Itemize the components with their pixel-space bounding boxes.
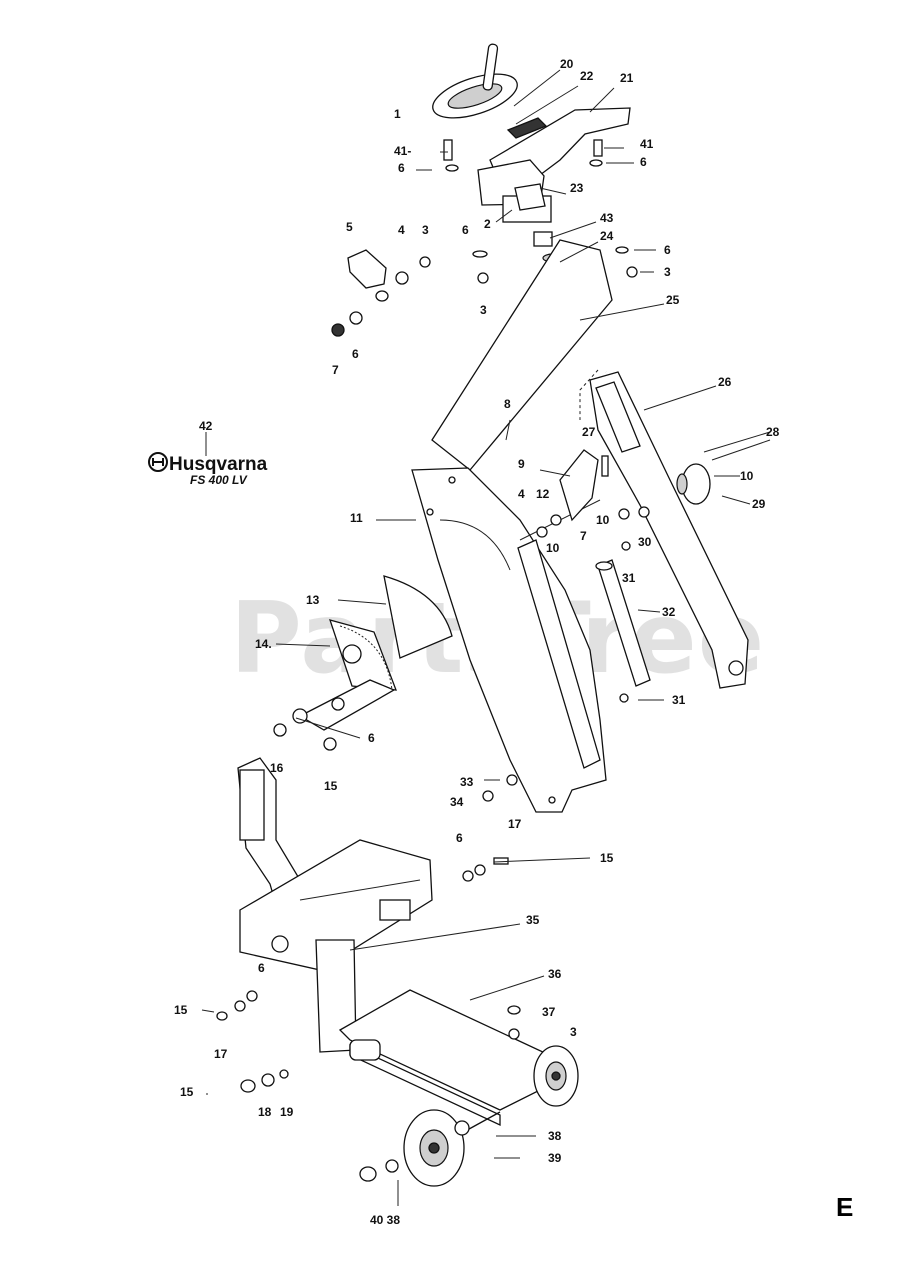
misc-hardware-lower: [216, 774, 521, 1093]
callout-label: 15: [174, 1003, 188, 1017]
frame: [239, 839, 433, 1053]
base-plate: [338, 989, 561, 1127]
callout-labels: 20 22 21 1 41- 41 6 6 23 2 43 24 6 3 5 4…: [174, 57, 780, 1165]
callout-label: 22: [580, 69, 594, 83]
callout-label: 15: [324, 779, 338, 793]
callout-label: 25: [666, 293, 680, 307]
callout-label: 41: [640, 137, 654, 151]
callout-label: 36: [548, 967, 562, 981]
callout-label: 3: [570, 1025, 577, 1039]
callout-label: 13: [306, 593, 320, 607]
callout-label: 16: [270, 761, 284, 775]
gas-spring-32: [595, 541, 651, 703]
wheel-front: [359, 1109, 501, 1187]
callout-label: 10: [740, 469, 754, 483]
knob-5: [331, 249, 431, 337]
lever-bracket: [536, 449, 650, 538]
callout-label: 4: [518, 487, 525, 501]
callout-label: 10: [546, 541, 560, 555]
brand-logo: Husqvarna FS 400 LV: [148, 452, 268, 487]
handwheel: [432, 43, 518, 119]
husqvarna-crown-icon: [148, 452, 168, 472]
callout-label: 6: [462, 223, 469, 237]
wheel-rear: [533, 1045, 579, 1107]
callout-label: 17: [508, 817, 522, 831]
callout-label: 5: [346, 220, 353, 234]
callout-label: 6: [258, 961, 265, 975]
guide-plate-11: [411, 467, 607, 813]
callout-label: 15: [600, 851, 614, 865]
callout-label: 31: [622, 571, 636, 585]
callout-label: 33: [460, 775, 474, 789]
callout-label: 28: [766, 425, 780, 439]
leader-lines: [201, 69, 751, 1206]
callout-label: 20: [560, 57, 574, 71]
callout-label: 3: [480, 303, 487, 317]
model-name: FS 400 LV: [190, 473, 248, 487]
top-bracket: [477, 107, 631, 223]
upper-shroud-outline: [431, 239, 613, 471]
callout-label: 7: [332, 363, 339, 377]
callout-label: 8: [504, 397, 511, 411]
callout-label: 27: [582, 425, 596, 439]
callout-label: 3: [664, 265, 671, 279]
callout-label: 6: [368, 731, 375, 745]
callout-label: 24: [600, 229, 614, 243]
callout-label: 6: [664, 243, 671, 257]
callout-label: 26: [718, 375, 732, 389]
callout-label: 41-: [394, 144, 411, 158]
callout-label: 10: [596, 513, 610, 527]
section-letter: E: [836, 1192, 853, 1222]
callout-label: 31: [672, 693, 686, 707]
callout-label: 29: [752, 497, 766, 511]
callout-label: 14.: [255, 637, 272, 651]
callout-label: 34: [450, 795, 464, 809]
callout-label: 6: [398, 161, 405, 175]
brand-logo-text: Husqvarna: [169, 454, 268, 475]
callout-label: 9: [518, 457, 525, 471]
footer-numbers: 40 38: [370, 1213, 400, 1227]
callout-label: 39: [548, 1151, 562, 1165]
callout-label: 1: [394, 107, 401, 121]
callout-label: 37: [542, 1005, 556, 1019]
callout-label: 12: [536, 487, 550, 501]
callout-label: 30: [638, 535, 652, 549]
callout-label: 35: [526, 913, 540, 927]
callout-label: 6: [352, 347, 359, 361]
callout-label: 2: [484, 217, 491, 231]
callout-label: 6: [640, 155, 647, 169]
callout-label: 18: [258, 1105, 272, 1119]
callout-label: 3: [422, 223, 429, 237]
callout-label: 42: [199, 419, 213, 433]
column-26: [579, 369, 749, 689]
callout-label: 38: [548, 1129, 562, 1143]
callout-label: 17: [214, 1047, 228, 1061]
callout-label: 6: [456, 831, 463, 845]
callout-label: 4: [398, 223, 405, 237]
callout-label: 11: [350, 511, 363, 525]
callout-label: 23: [570, 181, 584, 195]
callout-label: 21: [620, 71, 634, 85]
hub-29: [676, 431, 771, 505]
depth-scale: [273, 575, 453, 751]
callout-label: 32: [662, 605, 676, 619]
callout-label: 43: [600, 211, 614, 225]
callout-label: 7: [580, 529, 587, 543]
callout-label: 19: [280, 1105, 294, 1119]
callout-label: 15: [180, 1085, 194, 1099]
